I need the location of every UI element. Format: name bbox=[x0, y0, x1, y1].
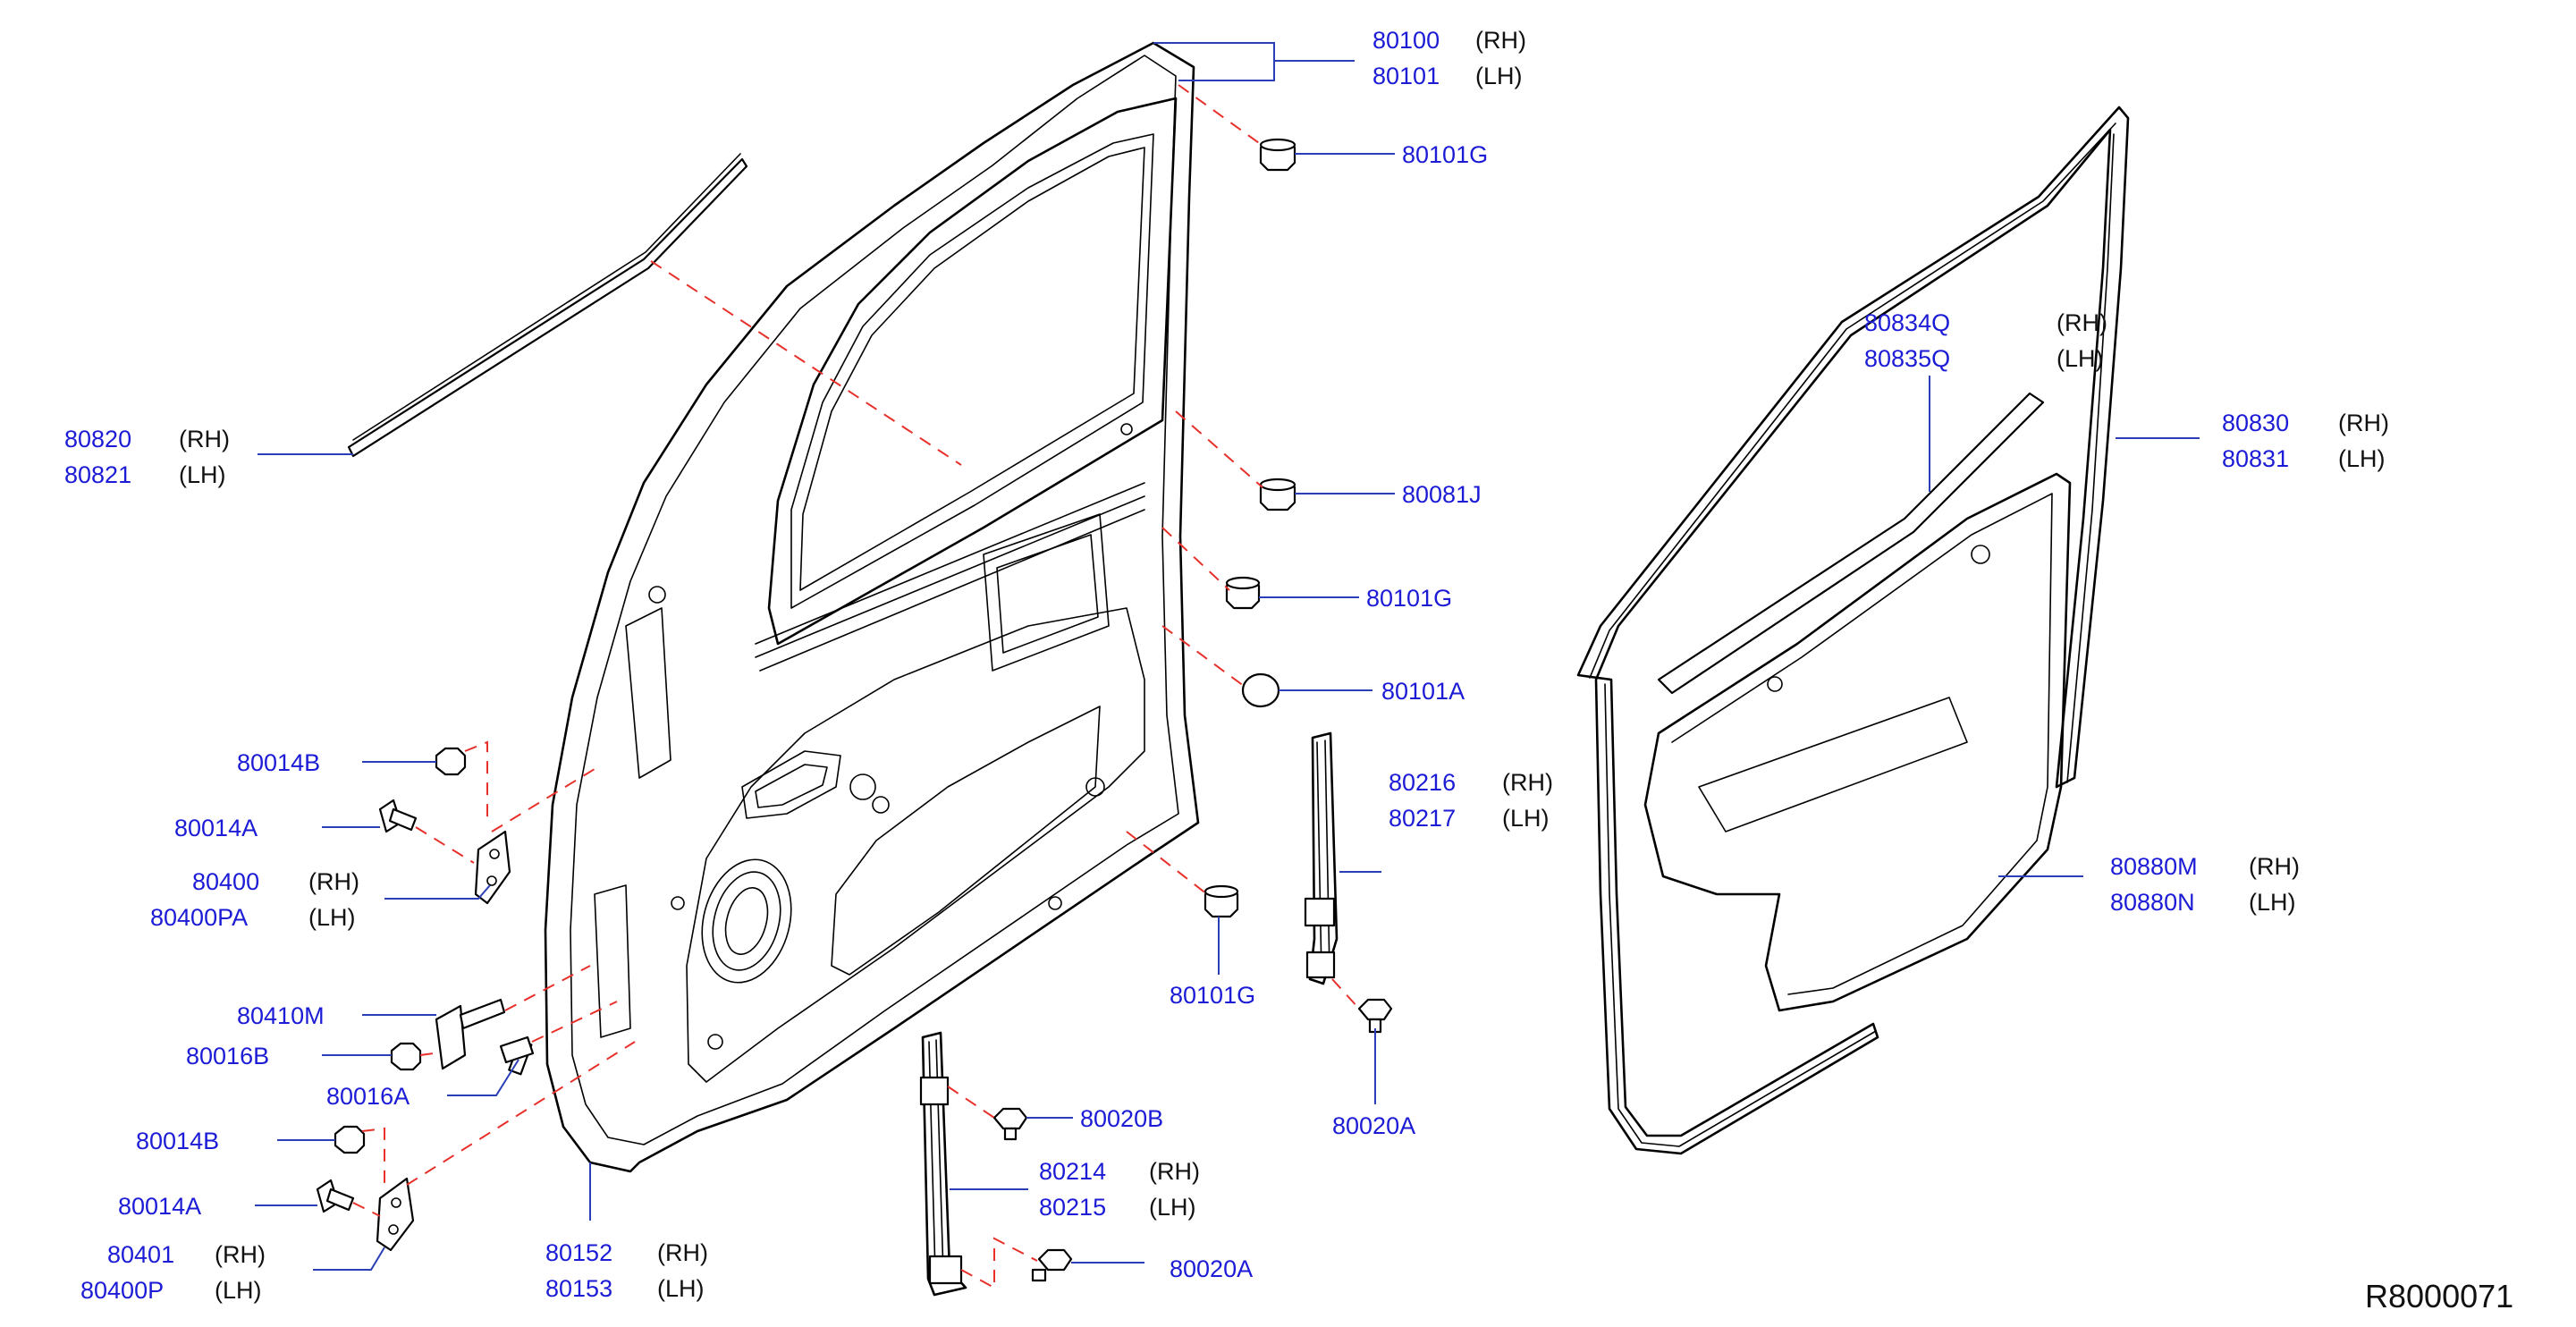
part-number-80880m[interactable]: 80880M bbox=[2110, 853, 2198, 880]
side-label: (LH) bbox=[657, 1275, 705, 1302]
assembly-lines bbox=[352, 84, 1360, 1289]
part-number-80217[interactable]: 80217 bbox=[1389, 805, 1456, 832]
callout-labels[interactable]: 80100 (RH) 80101 (LH) 80101G 80820 (RH) … bbox=[64, 27, 2389, 1304]
side-label: (LH) bbox=[1475, 63, 1523, 89]
part-number-80020a[interactable]: 80020A bbox=[1170, 1255, 1253, 1282]
part-number-80831[interactable]: 80831 bbox=[2222, 445, 2289, 472]
part-number-80216[interactable]: 80216 bbox=[1389, 769, 1456, 796]
part-number-80400pa[interactable]: 80400PA bbox=[150, 904, 248, 931]
part-number-80834q[interactable]: 80834Q bbox=[1864, 309, 1950, 336]
side-label: (RH) bbox=[1149, 1158, 1200, 1185]
door-panel bbox=[544, 41, 1200, 1173]
part-number-80152[interactable]: 80152 bbox=[545, 1239, 612, 1266]
part-number-80820[interactable]: 80820 bbox=[64, 426, 131, 452]
part-number-80101a[interactable]: 80101A bbox=[1381, 678, 1465, 705]
side-label: (RH) bbox=[1502, 769, 1553, 796]
side-label: (LH) bbox=[215, 1277, 262, 1304]
belt-moulding bbox=[347, 153, 748, 458]
part-number-80400p[interactable]: 80400P bbox=[80, 1277, 164, 1304]
side-label: (LH) bbox=[308, 904, 356, 931]
door-weatherstrip bbox=[1576, 106, 2130, 1155]
window-regulator-rear bbox=[919, 1031, 967, 1297]
part-number-80401[interactable]: 80401 bbox=[107, 1241, 174, 1268]
part-number-80100[interactable]: 80100 bbox=[1372, 27, 1440, 54]
side-label: (RH) bbox=[657, 1239, 708, 1266]
part-number-80400[interactable]: 80400 bbox=[192, 868, 259, 895]
part-number-80020b[interactable]: 80020B bbox=[1080, 1105, 1163, 1132]
part-number-80101[interactable]: 80101 bbox=[1372, 63, 1440, 89]
diagram-reference-code: R8000071 bbox=[2365, 1278, 2513, 1314]
side-label: (RH) bbox=[308, 868, 359, 895]
side-label: (RH) bbox=[2249, 853, 2300, 880]
side-label: (RH) bbox=[2057, 309, 2107, 336]
part-number-80014b[interactable]: 80014B bbox=[136, 1128, 219, 1154]
part-number-80101g[interactable]: 80101G bbox=[1402, 141, 1488, 168]
part-number-80835q[interactable]: 80835Q bbox=[1864, 345, 1950, 372]
side-label: (LH) bbox=[179, 461, 226, 488]
part-number-80830[interactable]: 80830 bbox=[2222, 410, 2289, 436]
side-label: (LH) bbox=[2057, 345, 2104, 372]
part-number-80410m[interactable]: 80410M bbox=[237, 1002, 325, 1029]
part-number-80215[interactable]: 80215 bbox=[1039, 1194, 1106, 1221]
part-number-80020a[interactable]: 80020A bbox=[1332, 1112, 1415, 1139]
part-number-80016b[interactable]: 80016B bbox=[186, 1043, 269, 1069]
side-label: (RH) bbox=[1475, 27, 1526, 54]
part-number-80014a[interactable]: 80014A bbox=[174, 815, 258, 841]
part-number-80880n[interactable]: 80880N bbox=[2110, 889, 2195, 916]
side-label: (RH) bbox=[215, 1241, 266, 1268]
part-number-80014a[interactable]: 80014A bbox=[118, 1193, 201, 1220]
window-regulator-front bbox=[1304, 731, 1339, 985]
side-label: (LH) bbox=[2338, 445, 2386, 472]
side-label: (RH) bbox=[2338, 410, 2389, 436]
part-number-80214[interactable]: 80214 bbox=[1039, 1158, 1106, 1185]
fasteners bbox=[316, 138, 1393, 1282]
side-label: (LH) bbox=[2249, 889, 2296, 916]
side-label: (LH) bbox=[1502, 805, 1550, 832]
side-label: (RH) bbox=[179, 426, 230, 452]
side-label: (LH) bbox=[1149, 1194, 1196, 1221]
lower-hinge bbox=[376, 1177, 415, 1252]
upper-hinge bbox=[474, 830, 511, 905]
part-number-80821[interactable]: 80821 bbox=[64, 461, 131, 488]
leader-lines bbox=[255, 42, 2200, 1271]
part-number-80153[interactable]: 80153 bbox=[545, 1275, 612, 1302]
part-number-80014b[interactable]: 80014B bbox=[237, 749, 320, 776]
part-number-80101g[interactable]: 80101G bbox=[1170, 982, 1255, 1009]
part-number-80081j[interactable]: 80081J bbox=[1402, 481, 1482, 508]
part-number-80101g[interactable]: 80101G bbox=[1366, 585, 1452, 612]
part-number-80016a[interactable]: 80016A bbox=[326, 1083, 410, 1110]
